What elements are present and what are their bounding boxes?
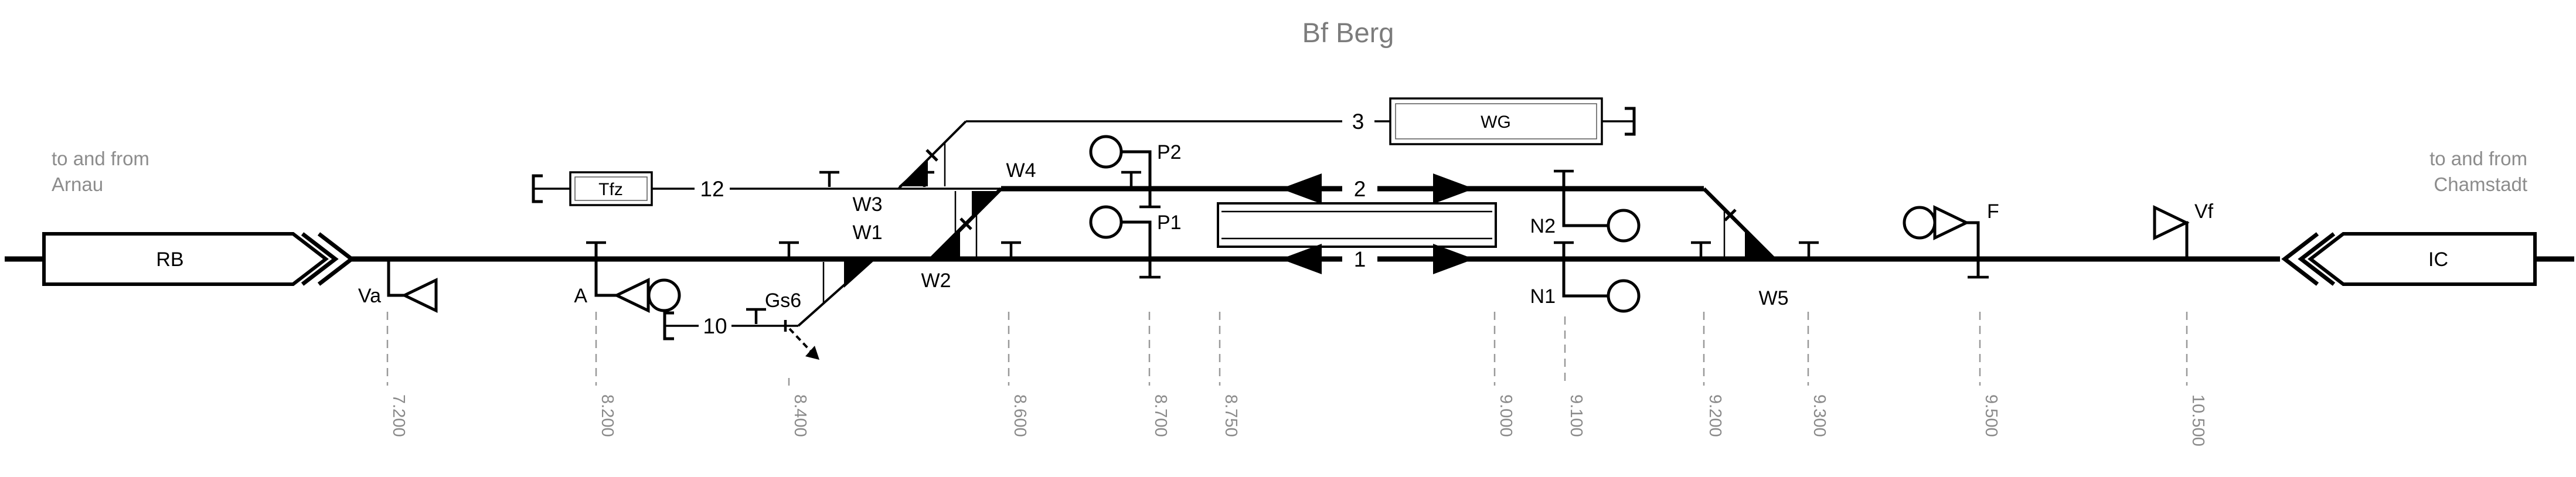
km-post-label: 8.400 <box>791 394 809 437</box>
distant-signal-icon <box>401 278 438 313</box>
insulated-joint-w3 <box>925 149 938 162</box>
turnout-w4-wedge <box>972 191 1001 217</box>
km-post-label: 9.100 <box>1567 394 1585 437</box>
switch-w3-label: W3 <box>853 193 883 216</box>
main-signal-circle-icon <box>1607 279 1641 313</box>
t-mark-track12-a <box>819 171 839 187</box>
insulated-joint-w2 <box>959 217 972 230</box>
region-left-line1: to and from <box>52 148 149 169</box>
signal-p2-label: P2 <box>1157 141 1182 163</box>
main-signal-triangle-icon <box>613 278 650 313</box>
signal-n1: N1 <box>1530 241 1641 313</box>
switch-w5-label: W5 <box>1759 287 1789 309</box>
km-post-label: 8.750 <box>1221 394 1240 437</box>
region-label-arnau: to and from Arnau <box>52 148 149 195</box>
km-posts: 7.200 8.200 8.400 8.600 8.700 8.750 9.000 9.100… <box>386 312 2207 447</box>
facility-wg: WG <box>1389 97 1603 145</box>
train-ic: IC <box>2281 232 2537 286</box>
t-mark-track1-b <box>1001 241 1021 257</box>
signal-f-label: F <box>1987 200 1999 223</box>
km-post-label: 9.200 <box>1706 394 1724 437</box>
km-post-label: 9.000 <box>1496 394 1515 437</box>
signal-a: A <box>574 241 681 313</box>
region-label-chamstadt: to and from Chamstadt <box>2429 148 2527 195</box>
train-rb-label: RB <box>156 248 183 271</box>
derailer-arrowhead-icon <box>805 346 819 360</box>
signal-p1-label: P1 <box>1157 212 1182 234</box>
track-2-number: 2 <box>1354 177 1366 201</box>
signal-p1: P1 <box>1089 205 1182 279</box>
t-mark-track1-c <box>1691 241 1711 257</box>
track-12-number: 12 <box>700 177 724 201</box>
km-post-label: 8.600 <box>1010 394 1029 437</box>
signal-vf: Vf <box>2153 200 2214 259</box>
main-signal-circle-icon <box>1089 205 1123 239</box>
track-1-number: 1 <box>1354 247 1366 271</box>
t-mark-track12-b <box>914 171 934 187</box>
turnout-w5-wedge <box>1745 230 1774 257</box>
signal-va-label: Va <box>358 285 381 307</box>
t-mark-track10 <box>746 308 766 324</box>
signal-f: F <box>1903 200 1999 279</box>
km-post-label: 8.200 <box>598 394 617 437</box>
main-signal-circle-icon <box>1089 135 1123 169</box>
platform <box>1217 202 1497 248</box>
signal-n2: N2 <box>1530 169 1641 243</box>
buffer-stop-track12 <box>532 174 543 203</box>
signal-vf-label: Vf <box>2194 200 2214 223</box>
signal-n2-label: N2 <box>1530 215 1556 237</box>
km-post-label: 8.700 <box>1151 394 1170 437</box>
track-1-direction-arrows <box>1281 244 1474 274</box>
rb-chevrons-icon <box>301 232 355 286</box>
track-3-number: 3 <box>1352 110 1364 134</box>
main-signal-circle-icon <box>647 278 681 312</box>
km-post-label: 7.200 <box>389 394 408 437</box>
train-ic-label: IC <box>2428 248 2448 271</box>
buffer-stop-track10 <box>663 311 674 340</box>
t-mark-track1-a <box>779 241 799 257</box>
main-signal-triangle-icon <box>1933 205 1970 240</box>
turnout-w1-wedge <box>844 261 873 288</box>
signal-n1-label: N1 <box>1530 285 1556 308</box>
signal-p2: P2 <box>1089 135 1182 209</box>
facility-wg-label: WG <box>1481 113 1511 132</box>
insulated-joint-w5 <box>1724 209 1737 222</box>
facility-tfz: Tfz <box>569 171 653 206</box>
switch-w1-label: W1 <box>853 222 883 244</box>
signal-a-label: A <box>574 285 587 307</box>
train-rb: RB <box>42 232 355 286</box>
derailer-gs6-label: Gs6 <box>765 289 801 312</box>
km-post-label: 10.500 <box>2189 394 2207 447</box>
signal-va: Va <box>358 259 438 313</box>
buffer-stop-track3 <box>1625 107 1636 136</box>
main-signal-circle-icon <box>1903 206 1937 240</box>
turnout-w2-wedge <box>931 230 960 257</box>
t-mark-track1-d <box>1799 241 1819 257</box>
distant-signal-icon <box>2153 205 2190 240</box>
track-10-number: 10 <box>703 314 727 338</box>
km-post-label: 9.300 <box>1810 394 1829 437</box>
turnout-w3-wedge <box>899 160 928 186</box>
main-signal-circle-icon <box>1607 209 1641 243</box>
t-mark-track2 <box>1121 171 1141 187</box>
derailer-gs6: Gs6 <box>765 289 819 360</box>
station-title: Bf Berg <box>1302 17 1394 48</box>
track-2-direction-arrows <box>1281 173 1474 204</box>
switch-w4-label: W4 <box>1006 159 1036 182</box>
switch-w2-label: W2 <box>921 270 951 292</box>
region-right-line1: to and from <box>2429 148 2527 169</box>
facility-tfz-label: Tfz <box>598 180 623 199</box>
region-left-line2: Arnau <box>52 173 103 195</box>
region-right-line2: Chamstadt <box>2434 173 2527 195</box>
ic-chevrons-icon <box>2281 232 2336 286</box>
km-post-label: 9.500 <box>1982 394 2000 437</box>
